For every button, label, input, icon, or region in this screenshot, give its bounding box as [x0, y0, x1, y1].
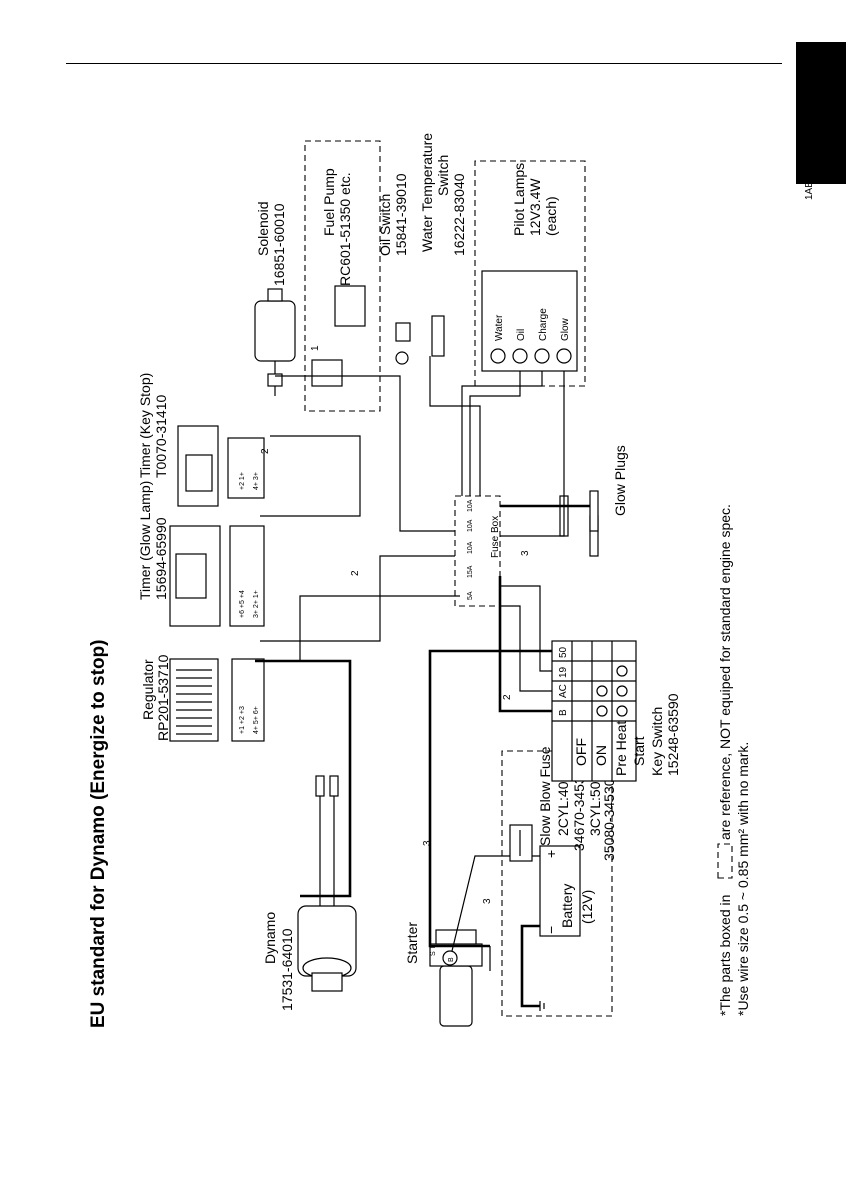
- slow-blow-fuse: Slow Blow Fuse 2CYL:40A 34670-34530 3CYL…: [509, 746, 617, 862]
- note-dashed-box-sample: [717, 843, 733, 879]
- regulator: +1 +2 +3 4+ 5+ 6+ Regulator RP201-53710: [140, 654, 265, 742]
- glow-plugs: Glow Plugs: [559, 445, 628, 557]
- lamp-charge-indicator: [534, 348, 550, 364]
- dynamo: Dynamo 17531-64010: [262, 775, 357, 1011]
- battery-spec: (12V): [579, 890, 595, 924]
- regulator-label: Regulator: [140, 659, 156, 720]
- pilot-lamps-spec: 12V3.4W: [527, 178, 543, 236]
- pilot-lamps: Water Oil Charge Glow Pilot Lamps 12V3.4…: [481, 163, 578, 372]
- fuel-pump-part: RC601-51350 etc.: [337, 172, 353, 286]
- ks-pos-on: ON: [593, 745, 609, 766]
- svg-text:4+ 5+ 6+: 4+ 5+ 6+: [253, 706, 260, 734]
- starter-label: Starter: [404, 922, 420, 964]
- oil-switch-label: Oil Switch: [377, 194, 393, 256]
- regulator-part: RP201-53710: [155, 654, 171, 741]
- water-temp-label: Water Temperature: [419, 133, 435, 252]
- header-rule: [66, 63, 782, 64]
- water-temp-part: 16222-83040: [451, 173, 467, 256]
- ks-pos-off: OFF: [573, 738, 589, 766]
- svg-text:5A: 5A: [467, 591, 474, 600]
- pilot-lamps-label: Pilot Lamps: [511, 163, 527, 236]
- note-1a: *The parts boxed in: [717, 895, 733, 1016]
- svg-text:10A: 10A: [467, 499, 474, 512]
- battery-label: Battery: [559, 884, 575, 928]
- svg-text:10A: 10A: [467, 519, 474, 532]
- timer-glow-part: 15694-65990: [153, 517, 169, 600]
- svg-text:+2 1+: +2 1+: [239, 472, 246, 490]
- reference-box-fuel-pump: [304, 140, 381, 412]
- dynamo-part: 17531-64010: [279, 928, 295, 1011]
- starter-terminals: S T: [430, 945, 437, 956]
- section-tab: [796, 42, 846, 184]
- wire-label-2b: 2: [350, 570, 361, 576]
- wire-label-3a: 3: [482, 898, 493, 904]
- glow-plugs-label: Glow Plugs: [612, 445, 628, 516]
- lamp-water: Water: [494, 314, 505, 341]
- ks-terminal-50: 50: [558, 646, 569, 658]
- timer-key-part: T0070-31410: [153, 394, 169, 478]
- fuse-box-label: Fuse Box: [490, 516, 501, 558]
- slow-blow-fuse-line3: 3CYL:50A: [587, 772, 603, 836]
- water-temp-label2: Switch: [435, 155, 451, 196]
- water-temp-switch: Water Temperature Switch 16222-83040: [419, 133, 467, 357]
- diagram-title: EU standard for Dynamo (Energize to stop…: [88, 640, 109, 1028]
- battery-minus: −: [543, 926, 559, 934]
- timer-key-label: Timer (Key Stop): [137, 373, 153, 478]
- note-2: *Use wire size 0.5 ~ 0.85 mm² with no ma…: [735, 742, 751, 1016]
- fuel-pump-label: Fuel Pump: [321, 168, 337, 236]
- wire-label-3c: 3: [520, 550, 531, 556]
- fuel-pump: Fuel Pump RC601-51350 etc.: [311, 168, 366, 387]
- svg-text:4+ 3+: 4+ 3+: [253, 472, 260, 490]
- svg-text:10A: 10A: [467, 541, 474, 554]
- battery-plus: +: [543, 850, 559, 858]
- timer-glow-lamp: +6 +5 +4 3+ 2+ 1+ Timer (Glow Lamp) 1569…: [137, 481, 265, 627]
- pilot-lamps-spec2: (each): [543, 196, 559, 236]
- lamp-glow-indicator: [556, 348, 572, 364]
- svg-text:+6 +5 +4: +6 +5 +4: [239, 590, 246, 618]
- lamp-charge: Charge: [538, 308, 549, 341]
- svg-text:+1 +2 +3: +1 +2 +3: [239, 706, 246, 734]
- key-switch-table: B AC 19 50 OFF ON Pre Heat Start Key Swi…: [551, 640, 681, 782]
- svg-text:3+ 2+ 1+: 3+ 2+ 1+: [253, 590, 260, 618]
- ks-pos-start: Start: [631, 736, 647, 766]
- starter: Starter S T: [404, 922, 491, 1027]
- ks-terminal-b: B: [558, 709, 569, 716]
- notes: *The parts boxed in are reference, NOT e…: [717, 504, 751, 1016]
- lamp-oil: Oil: [516, 329, 527, 341]
- image-reference-code: 1ABAAAAAP153F: [804, 118, 815, 200]
- wire-label-2c: 2: [260, 448, 271, 454]
- oil-switch: Oil Switch 15841-39010: [377, 173, 411, 365]
- oil-switch-part: 15841-39010: [393, 173, 409, 256]
- ks-terminal-ac: AC: [558, 684, 569, 698]
- timer-glow-label: Timer (Glow Lamp): [137, 481, 153, 600]
- lamp-oil-indicator: [512, 348, 528, 364]
- solenoid-label: Solenoid: [255, 202, 271, 257]
- ks-terminal-19: 19: [558, 666, 569, 678]
- wires: 2 2 2 3 3 3 1: [255, 345, 590, 948]
- slow-blow-fuse-label: Slow Blow Fuse: [537, 746, 553, 846]
- wire-label-3b: 3: [422, 840, 433, 846]
- wire-label-2a: 2: [502, 694, 513, 700]
- key-switch-part: 15248-63590: [665, 693, 681, 776]
- note-1b: are reference, NOT equiped for standard …: [717, 504, 733, 840]
- key-switch-label: Key Switch: [649, 707, 665, 776]
- lamp-glow: Glow: [560, 317, 571, 341]
- slow-blow-fuse-line1: 2CYL:40A: [555, 772, 571, 836]
- wire-label-1: 1: [310, 345, 321, 351]
- slow-blow-fuse-line2: 34670-34530: [571, 768, 587, 851]
- slow-blow-fuse-line4: 35080-34530: [601, 778, 617, 861]
- dynamo-label: Dynamo: [262, 912, 278, 964]
- timer-key-stop: +2 1+ 4+ 3+ Timer (Key Stop) T0070-31410: [137, 373, 265, 507]
- lamp-water-indicator: [490, 348, 506, 364]
- solenoid-part: 16851-60010: [271, 203, 287, 286]
- fuse-box: 5A 15A 10A 10A 10A Fuse Box: [454, 495, 501, 607]
- solenoid: Solenoid 16851-60010: [254, 202, 296, 396]
- battery-b-terminal: B: [448, 957, 455, 962]
- ks-pos-preheat: Pre Heat: [613, 721, 629, 776]
- svg-text:15A: 15A: [467, 565, 474, 578]
